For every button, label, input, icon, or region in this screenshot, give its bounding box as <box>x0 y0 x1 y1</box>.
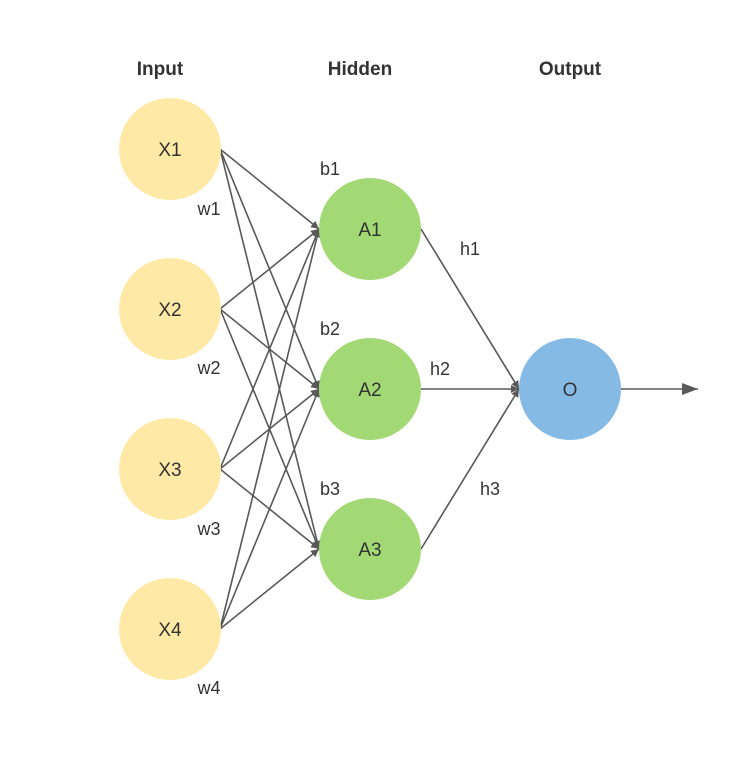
edge-a1-o <box>420 228 520 390</box>
edge-a3-o <box>420 388 520 550</box>
bias-label-b1: b1 <box>320 159 340 179</box>
weight-label-w3: w3 <box>196 519 220 539</box>
weight-label-w4: w4 <box>196 678 220 698</box>
input-hidden-edges <box>219 148 321 630</box>
edge-x4-a3 <box>219 548 320 630</box>
hidden-node-a3-label: A3 <box>358 540 381 561</box>
input-node-x1-label: X1 <box>158 140 181 161</box>
hidden-node-a2-label: A2 <box>358 380 381 401</box>
hidden-node-a1 <box>319 178 421 280</box>
hidden-node-a3 <box>319 498 421 600</box>
output-node-o <box>519 338 621 440</box>
input-node-x4-label: X4 <box>158 620 182 641</box>
edge-x2-a1 <box>219 228 320 310</box>
input-node-x3 <box>119 418 221 520</box>
output-header: Output <box>539 59 602 80</box>
input-node-x2-label: X2 <box>158 300 181 321</box>
hidden-header: Hidden <box>328 59 392 80</box>
weight-label-w1: w1 <box>196 199 220 219</box>
hidden-out-label-h2: h2 <box>430 359 450 379</box>
hidden-out-label-h3: h3 <box>480 479 500 499</box>
edge-x4-a2 <box>219 388 320 630</box>
input-node-x2 <box>119 258 221 360</box>
hidden-node-a2 <box>319 338 421 440</box>
edge-x1-a1 <box>219 148 320 230</box>
input-header: Input <box>137 59 184 80</box>
bias-label-b2: b2 <box>320 319 340 339</box>
edge-x3-a1 <box>219 228 320 470</box>
output-node-o-label: O <box>563 380 578 401</box>
hidden-output-edges <box>420 228 520 550</box>
hidden-node-a1-label: A1 <box>358 220 381 241</box>
weight-label-w2: w2 <box>196 358 220 378</box>
hidden-out-label-h1: h1 <box>460 239 480 259</box>
edge-x4-a1 <box>219 228 321 630</box>
bias-label-b3: b3 <box>320 479 340 499</box>
input-node-x4 <box>119 578 221 680</box>
input-node-x3-label: X3 <box>158 460 181 481</box>
input-node-x1 <box>119 98 221 200</box>
